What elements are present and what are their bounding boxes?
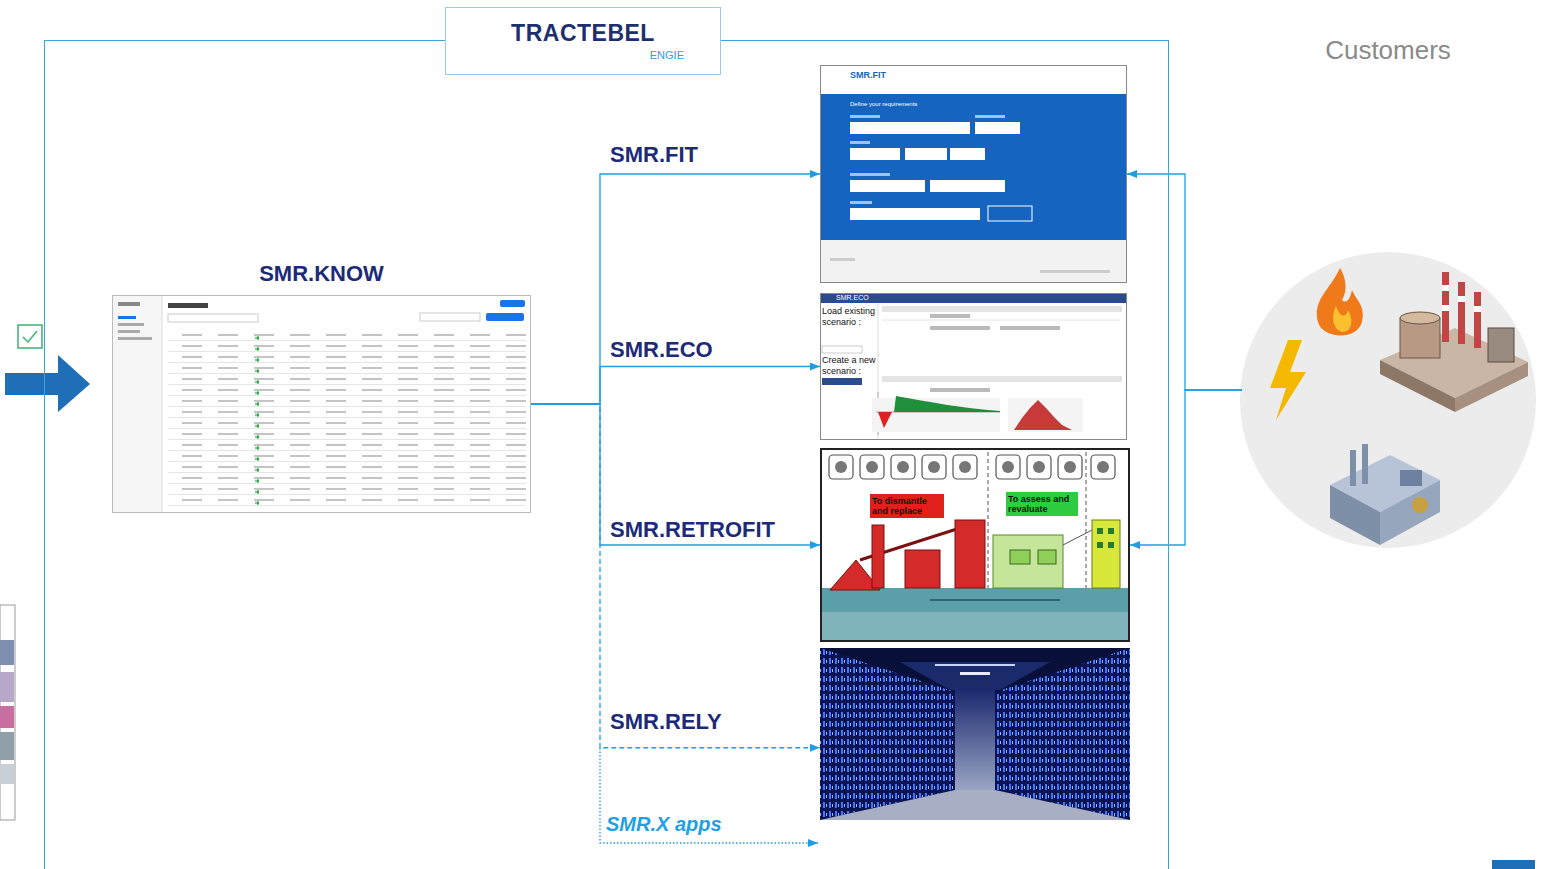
screen-title: SMR.ECO xyxy=(836,294,869,302)
future-apps-arrow xyxy=(600,748,818,843)
cut-image xyxy=(0,605,15,820)
know-screenshot xyxy=(112,295,531,513)
datacenter-photo xyxy=(820,648,1130,820)
retrofit-illustration xyxy=(820,448,1130,642)
label-slot: To assess and revaluate xyxy=(1006,492,1078,516)
app-name: SMR.RETROFIT xyxy=(610,517,775,543)
app-name: SMR.ECO xyxy=(610,337,713,363)
fit-screenshot xyxy=(820,65,1127,283)
app-name: SMR.RELY xyxy=(610,709,722,735)
logo-subword: ENGIE xyxy=(446,47,720,61)
label-slot: Load existing scenario : xyxy=(822,306,878,328)
label-slot: Create a new scenario : xyxy=(822,355,878,377)
logo-box: TRACTEBELENGIE xyxy=(445,7,721,75)
check-icon xyxy=(18,325,42,348)
connector xyxy=(531,367,820,405)
eco-screenshot xyxy=(820,293,1127,440)
logo-word: TRACTEBEL xyxy=(446,8,720,47)
connector xyxy=(531,404,820,545)
app-screen: SMR.RELY xyxy=(820,648,1130,820)
input-arrow xyxy=(5,355,90,412)
screen-text: Create a new scenario : xyxy=(822,355,878,377)
future-apps-label: SMR.X apps xyxy=(606,813,722,836)
screen-text: Load existing scenario : xyxy=(822,306,878,328)
label-slot: SMR.X apps xyxy=(606,813,722,836)
group-title: Customers xyxy=(1238,35,1538,66)
app-name: SMR.FIT xyxy=(610,142,698,168)
callout-tag: To assess and revaluate xyxy=(1006,492,1078,516)
app-screen: SMR.FIT xyxy=(820,65,1127,283)
label-slot: SMR.ECO xyxy=(836,294,869,302)
callout-tag: To dismantle and replace xyxy=(870,494,944,518)
label-slot: SMR.FIT xyxy=(850,70,886,80)
connector xyxy=(531,174,820,404)
app-name: SMR.KNOW xyxy=(113,261,530,287)
label-slot: Define your requirements xyxy=(850,101,917,107)
connector xyxy=(1130,390,1242,545)
screen-title: SMR.FIT xyxy=(850,70,886,80)
app-screen: SMR.RETROFIT xyxy=(820,448,1130,642)
app-screen: SMR.KNOW xyxy=(112,295,531,513)
connector xyxy=(531,404,820,748)
platform-frame: SMR.KNOWSMR.FITSMR.ECOSMR.RETROFITSMR.RE… xyxy=(44,40,1169,869)
customers-illustration xyxy=(1240,252,1536,548)
customers-group: Customers xyxy=(1238,25,1538,560)
corner-bar xyxy=(1492,860,1535,869)
label-slot: To dismantle and replace xyxy=(870,494,944,518)
connector xyxy=(1127,174,1242,390)
screen-text: Define your requirements xyxy=(850,101,917,107)
